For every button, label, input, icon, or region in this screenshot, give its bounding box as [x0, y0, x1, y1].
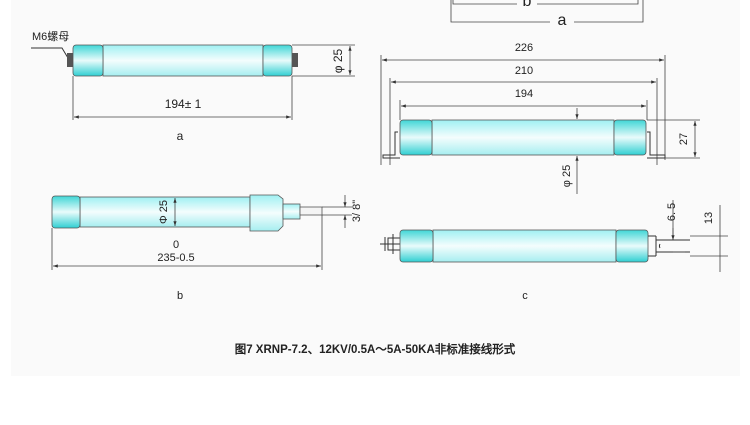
label-c: c [522, 290, 528, 302]
drawing-a: M6螺母 194± 1 a φ 25 [31, 30, 355, 143]
drawing-c-bottom: 6. 5 13 c [380, 200, 728, 302]
height-27: 27 [678, 133, 690, 145]
figure-caption: 图7 XRNP-7.2、12KV/0.5A～5A-50KA非标准接线形式 [235, 342, 516, 356]
end-cap-right [613, 119, 647, 156]
drawing-c-top: 226 210 194 27 φ 25 [380, 42, 700, 194]
label-a-partial: a [558, 12, 567, 29]
mounting-brackets [382, 131, 666, 159]
right-terminal [648, 235, 690, 257]
end-cap-left [399, 229, 434, 263]
label-b-partial: b [523, 0, 532, 10]
length-dimension: 194± 1 [165, 97, 202, 111]
fuse-body [432, 229, 617, 263]
left-nut [67, 53, 73, 67]
top-partial-frame: b a [450, 0, 644, 29]
flared-end [249, 194, 284, 232]
left-terminal [380, 234, 400, 254]
end-cap-left [72, 44, 104, 77]
thread-dimension: 3/ 8" [351, 200, 363, 222]
thread-shaft [299, 206, 323, 216]
diameter-dimension-b: Φ 25 [158, 200, 170, 224]
m6-nut-label: M6螺母 [32, 30, 69, 43]
terminal-stud [282, 203, 301, 220]
length-dimension-b: 235-0.5 [157, 252, 194, 264]
right-nut [292, 53, 298, 67]
slot-dimension: 6. 5 [666, 203, 678, 221]
label-a: a [177, 129, 184, 143]
overall-length-226: 226 [515, 42, 533, 54]
diameter-dimension-c: φ 25 [561, 165, 573, 187]
drawing-b: 3/ 8" Φ 25 0 235-0.5 b [51, 194, 363, 302]
end-cap-left [399, 119, 433, 156]
diameter-dimension-a: φ 25 [331, 48, 345, 73]
fuse-body [431, 119, 615, 156]
length-194: 194 [515, 88, 533, 100]
label-b: b [177, 290, 183, 302]
width-13: 13 [703, 212, 715, 224]
fuse-body [102, 44, 264, 77]
end-cap-right [615, 229, 649, 263]
end-cap-left [51, 195, 81, 229]
length-210: 210 [515, 65, 533, 77]
fuse-body [79, 196, 251, 228]
end-cap-right [262, 44, 293, 77]
tolerance-upper: 0 [173, 239, 179, 251]
